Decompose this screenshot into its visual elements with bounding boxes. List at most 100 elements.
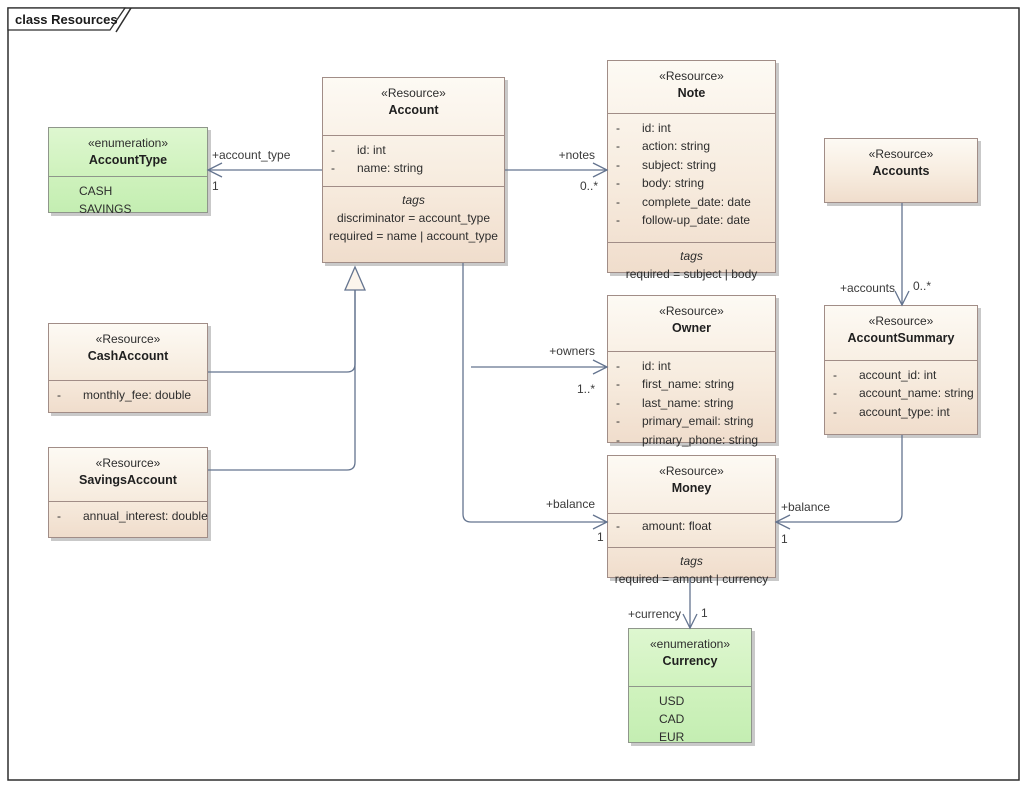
open-arrowhead-icon (206, 162, 223, 178)
class-name: CashAccount (87, 349, 169, 363)
stereotype-label: «Resource» (868, 147, 934, 161)
tag-value: required = name | account_type (329, 229, 498, 243)
tags-compartment: tags required = subject | body (608, 242, 775, 283)
open-arrowhead-icon (592, 162, 609, 178)
multiplicity-label: 1 (597, 530, 604, 544)
enum-literal: USD (659, 694, 685, 708)
literals-compartment: CASH SAVINGS (49, 176, 207, 218)
enum-literal: CASH (79, 184, 113, 198)
class-owner[interactable]: «Resource» Owner -id: int -first_name: s… (607, 295, 776, 447)
enum-literal: CAD (659, 712, 685, 726)
role-label: +balance (546, 497, 595, 511)
literals-compartment: USD CAD EUR (629, 686, 751, 746)
stereotype-label: «Resource» (95, 332, 161, 346)
frame-label-tab (7, 7, 127, 31)
attribute: -action: string (608, 137, 775, 155)
visibility-marker: - (616, 359, 620, 373)
class-name: Accounts (872, 164, 930, 178)
class-header: «Resource» AccountSummary (825, 306, 977, 360)
attribute: -account_type: int (825, 403, 977, 421)
multiplicity-label: 1..* (577, 382, 595, 396)
stereotype-label: «enumeration» (87, 136, 169, 150)
attribute: -annual_interest: double (49, 507, 208, 525)
role-label: +currency (628, 607, 681, 621)
class-money[interactable]: «Resource» Money -amount: float tags req… (607, 455, 776, 586)
class-name: Note (677, 86, 706, 100)
association-accounts-accountsummary[interactable]: +accounts 0..* (840, 203, 931, 307)
class-accountsummary[interactable]: «Resource» AccountSummary -account_id: i… (824, 305, 978, 435)
open-arrowhead-icon (592, 514, 609, 530)
class-header: «enumeration» AccountType (49, 128, 207, 176)
attribute: -account_id: int (825, 366, 977, 384)
class-accounts[interactable]: «Resource» Accounts (824, 138, 978, 203)
visibility-marker: - (331, 143, 335, 157)
stereotype-label: «enumeration» (649, 637, 731, 651)
visibility-marker: - (833, 404, 837, 419)
visibility-marker: - (616, 414, 620, 429)
tag-value: discriminator = account_type (336, 211, 491, 225)
class-name: Owner (672, 321, 711, 335)
class-note[interactable]: «Resource» Note -id: int -action: string… (607, 60, 776, 281)
class-name: Currency (662, 654, 718, 668)
attribute: -account_name: string (825, 384, 977, 402)
stereotype-label: «Resource» (659, 464, 724, 478)
association-accountsummary-money[interactable]: +balance 1 (774, 435, 903, 546)
class-account[interactable]: «Resource» Account -id: int -name: strin… (322, 77, 505, 263)
visibility-marker: - (616, 176, 620, 191)
attribute: -follow-up_date: date (608, 211, 775, 229)
association-account-money[interactable]: +balance 1 (462, 263, 609, 544)
tags-title: tags (680, 554, 703, 568)
attribute: -primary_phone: string (608, 431, 775, 449)
attributes-compartment: -id: int -action: string -subject: strin… (608, 113, 775, 242)
attributes-compartment: -id: int -name: string (323, 135, 504, 186)
tags-compartment: tags required = amount | currency (608, 547, 775, 588)
class-header: «Resource» Account (323, 78, 504, 135)
class-cashaccount[interactable]: «Resource» CashAccount -monthly_fee: dou… (48, 323, 208, 413)
class-header: «Resource» Money (608, 456, 775, 513)
association-account-note[interactable]: +notes 0..* (505, 148, 609, 193)
visibility-marker: - (616, 139, 620, 154)
visibility-marker: - (833, 368, 837, 382)
enum-literal: EUR (659, 730, 685, 744)
class-name: Account (388, 103, 439, 117)
stereotype-label: «Resource» (659, 304, 724, 318)
class-savingsaccount[interactable]: «Resource» SavingsAccount -annual_intere… (48, 447, 208, 538)
class-currency[interactable]: «enumeration» Currency USD CAD EUR (628, 628, 752, 746)
attribute: -primary_email: string (608, 412, 775, 430)
multiplicity-label: 1 (781, 532, 788, 546)
attributes-compartment: -monthly_fee: double (49, 380, 207, 412)
class-header: «Resource» CashAccount (49, 324, 207, 380)
role-label: +balance (781, 500, 830, 514)
stereotype-label: «Resource» (381, 86, 446, 100)
attribute: -id: int (608, 119, 775, 137)
class-header: «Resource» SavingsAccount (49, 448, 207, 501)
attributes-compartment: -amount: float (608, 513, 775, 547)
enum-literal: SAVINGS (79, 202, 132, 216)
generalization-cashaccount-savingsaccount-account[interactable] (208, 265, 366, 471)
tags-compartment: tags discriminator = account_type requir… (323, 186, 504, 262)
tags-title: tags (680, 249, 703, 263)
attributes-compartment: -annual_interest: double (49, 501, 208, 537)
visibility-marker: - (331, 161, 335, 176)
visibility-marker: - (616, 213, 620, 228)
visibility-marker: - (616, 377, 620, 392)
attribute: -id: int (323, 141, 504, 159)
class-accounttype[interactable]: «enumeration» AccountType CASH SAVINGS (48, 127, 208, 216)
multiplicity-label: 0..* (913, 279, 931, 293)
visibility-marker: - (616, 395, 620, 410)
association-account-owner[interactable]: +owners 1..* (471, 344, 609, 396)
association-account-accounttype[interactable]: +account_type 1 (206, 148, 322, 193)
attribute: -subject: string (608, 156, 775, 174)
class-name: SavingsAccount (79, 473, 177, 487)
tags-title: tags (402, 193, 425, 207)
visibility-marker: - (616, 157, 620, 172)
frame-title: class Resources (15, 12, 118, 27)
attribute: -id: int (608, 357, 775, 375)
role-label: +accounts (840, 281, 895, 295)
multiplicity-label: 0..* (580, 179, 598, 193)
visibility-marker: - (57, 388, 61, 402)
attributes-compartment: -id: int -first_name: string -last_name:… (608, 351, 775, 449)
attributes-compartment: -account_id: int -account_name: string -… (825, 360, 977, 434)
open-arrowhead-icon (592, 359, 609, 375)
